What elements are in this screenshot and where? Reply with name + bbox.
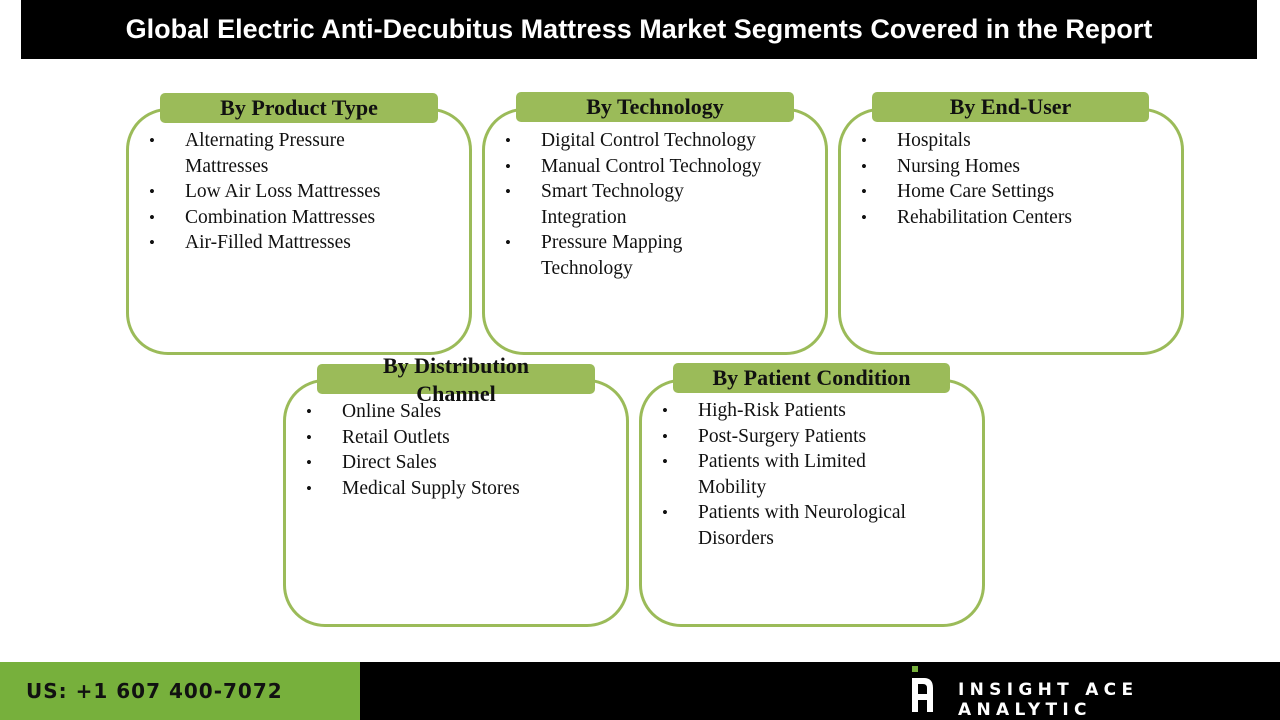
insight-ace-logo-icon	[912, 666, 933, 712]
list-item: Nursing Homes	[861, 154, 1161, 180]
brand-name: INSIGHT ACE ANALYTIC	[958, 680, 1139, 720]
contact-phone: US: +1 607 400-7072	[26, 679, 283, 703]
list-item: Digital Control Technology	[505, 128, 805, 154]
contact-phone-bar: US: +1 607 400-7072	[0, 662, 360, 720]
list-item: Alternating Pressure Mattresses	[149, 128, 419, 179]
list-item: Manual Control Technology	[505, 154, 805, 180]
list-item: Combination Mattresses	[149, 205, 419, 231]
segment-title: By Technology	[586, 94, 724, 119]
list-item: Smart Technology Integration	[505, 179, 735, 230]
list-item: Medical Supply Stores	[306, 476, 606, 502]
list-item: Air-Filled Mattresses	[149, 230, 419, 256]
segment-list-technology: Digital Control Technology Manual Contro…	[505, 128, 805, 282]
page-title-text: Global Electric Anti-Decubitus Mattress …	[125, 14, 1153, 44]
list-item: Patients with Limited Mobility	[662, 449, 912, 500]
segment-header-end-user: By End-User	[872, 92, 1149, 122]
page-title: Global Electric Anti-Decubitus Mattress …	[21, 0, 1257, 59]
list-item: Low Air Loss Mattresses	[149, 179, 419, 205]
list-item: Retail Outlets	[306, 425, 606, 451]
list-item: Direct Sales	[306, 450, 606, 476]
segment-list-product-type: Alternating Pressure Mattresses Low Air …	[149, 128, 419, 256]
list-item: Hospitals	[861, 128, 1161, 154]
segment-header-product-type: By Product Type	[160, 93, 438, 123]
segment-header-patient-condition: By Patient Condition	[673, 363, 950, 393]
segment-list-patient-condition: High-Risk Patients Post-Surgery Patients…	[662, 398, 952, 552]
segment-list-end-user: Hospitals Nursing Homes Home Care Settin…	[861, 128, 1161, 230]
list-item: High-Risk Patients	[662, 398, 952, 424]
segment-header-distribution-channel: By Distribution Channel	[317, 353, 595, 406]
segment-title: By Patient Condition	[712, 365, 911, 390]
list-item: Pressure Mapping Technology	[505, 230, 735, 281]
segment-header-technology: By Technology	[516, 92, 794, 122]
brand-bar	[360, 662, 1280, 720]
list-item: Online Sales	[306, 399, 606, 425]
segment-title: By Product Type	[220, 95, 378, 120]
segment-list-distribution-channel: Online Sales Retail Outlets Direct Sales…	[306, 399, 606, 501]
segment-title: By End-User	[949, 94, 1072, 119]
list-item: Rehabilitation Centers	[861, 205, 1161, 231]
list-item: Post-Surgery Patients	[662, 424, 952, 450]
list-item: Patients with Neurological Disorders	[662, 500, 952, 551]
list-item: Home Care Settings	[861, 179, 1161, 205]
